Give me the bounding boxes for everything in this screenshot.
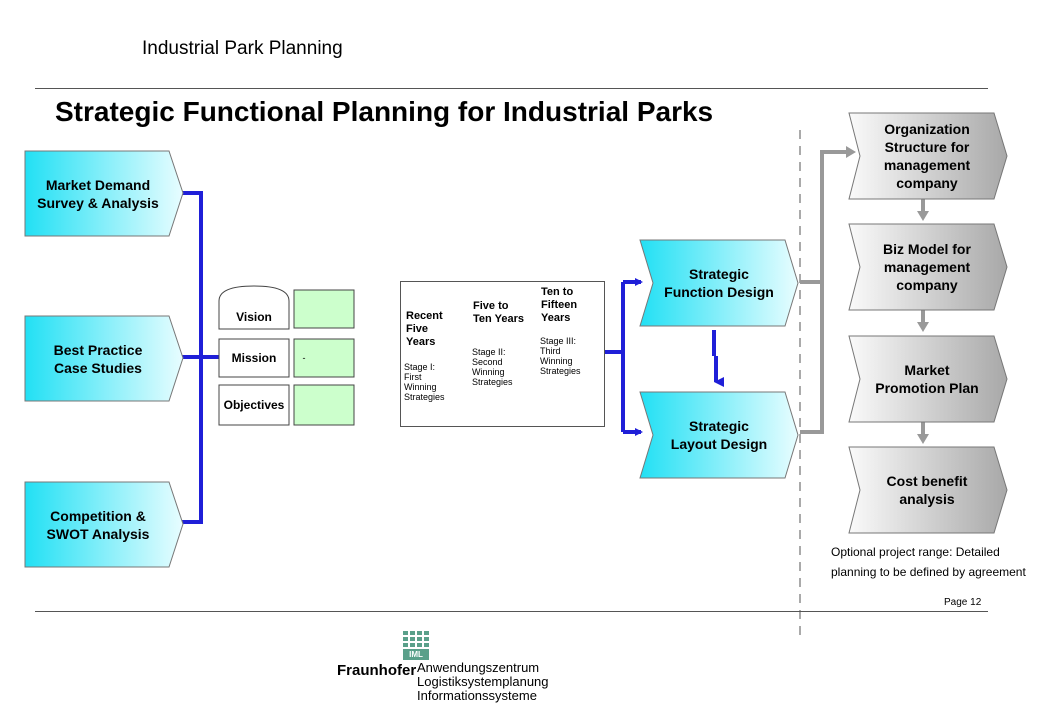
objectives-label: Objectives: [223, 398, 285, 412]
institute-line: Logistiksystemplanung: [417, 674, 549, 689]
optional-org-structure: Organization Structure for management co…: [848, 112, 1008, 200]
page-number: Page 12: [944, 597, 982, 608]
institute-lines: Anwendungszentrum Logistiksystemplanung …: [417, 661, 549, 703]
period-recent-five: Recent Five Years: [406, 310, 443, 348]
period-five-to-ten: Five to Ten Years: [473, 300, 524, 325]
grid-logo-icon: [403, 631, 429, 660]
page-title: Strategic Functional Planning for Indust…: [55, 96, 714, 127]
vmo-shapes: [218, 285, 355, 426]
chevron-shape: [24, 315, 184, 402]
chevron-shape: [639, 391, 799, 479]
chevron-shape: [24, 150, 184, 237]
stage-3: Stage III: Third Winning Strategies: [540, 336, 581, 376]
iml-logo: IML: [403, 631, 429, 660]
input-competition-swot: Competition & SWOT Analysis: [24, 481, 184, 568]
timeline-box: Recent Five Years Five to Ten Years Ten …: [400, 281, 605, 427]
institute-line: Informationssysteme: [417, 688, 537, 703]
chevron-shape: [639, 239, 799, 327]
mission-mark: -: [302, 353, 306, 363]
institute-line: Anwendungszentrum: [417, 660, 540, 675]
logo-text: IML: [409, 650, 423, 659]
page-topic: Industrial Park Planning: [142, 38, 343, 59]
mission-label: Mission: [231, 351, 277, 365]
chevron-shape: [848, 335, 1008, 423]
footer-divider: [35, 611, 988, 612]
optional-biz-model: Biz Model for management company: [848, 223, 1008, 311]
chevron-shape: [848, 446, 1008, 534]
chevron-shape: [848, 112, 1008, 200]
stage-2: Stage II: Second Winning Strategies: [472, 347, 513, 387]
stage-1: Stage I: First Winning Strategies: [404, 362, 462, 422]
input-best-practice: Best Practice Case Studies: [24, 315, 184, 402]
input-market-demand: Market Demand Survey & Analysis: [24, 150, 184, 237]
fraunhofer-name: Fraunhofer: [337, 662, 417, 679]
vision-mission-objectives: Vision Mission - Objectives: [218, 285, 356, 427]
strategic-layout-design: Strategic Layout Design: [639, 391, 799, 479]
chevron-shape: [24, 481, 184, 568]
vision-label: Vision: [236, 309, 272, 324]
chevron-shape: [848, 223, 1008, 311]
header-divider: [35, 88, 988, 89]
optional-cost-benefit: Cost benefit analysis: [848, 446, 1008, 534]
optional-range-note: Optional project range: Detailed plannin…: [831, 545, 1026, 579]
period-ten-to-fifteen: Ten to Fifteen Years: [541, 286, 578, 324]
optional-market-promotion: Market Promotion Plan: [848, 335, 1008, 423]
strategic-function-design: Strategic Function Design: [639, 239, 799, 327]
